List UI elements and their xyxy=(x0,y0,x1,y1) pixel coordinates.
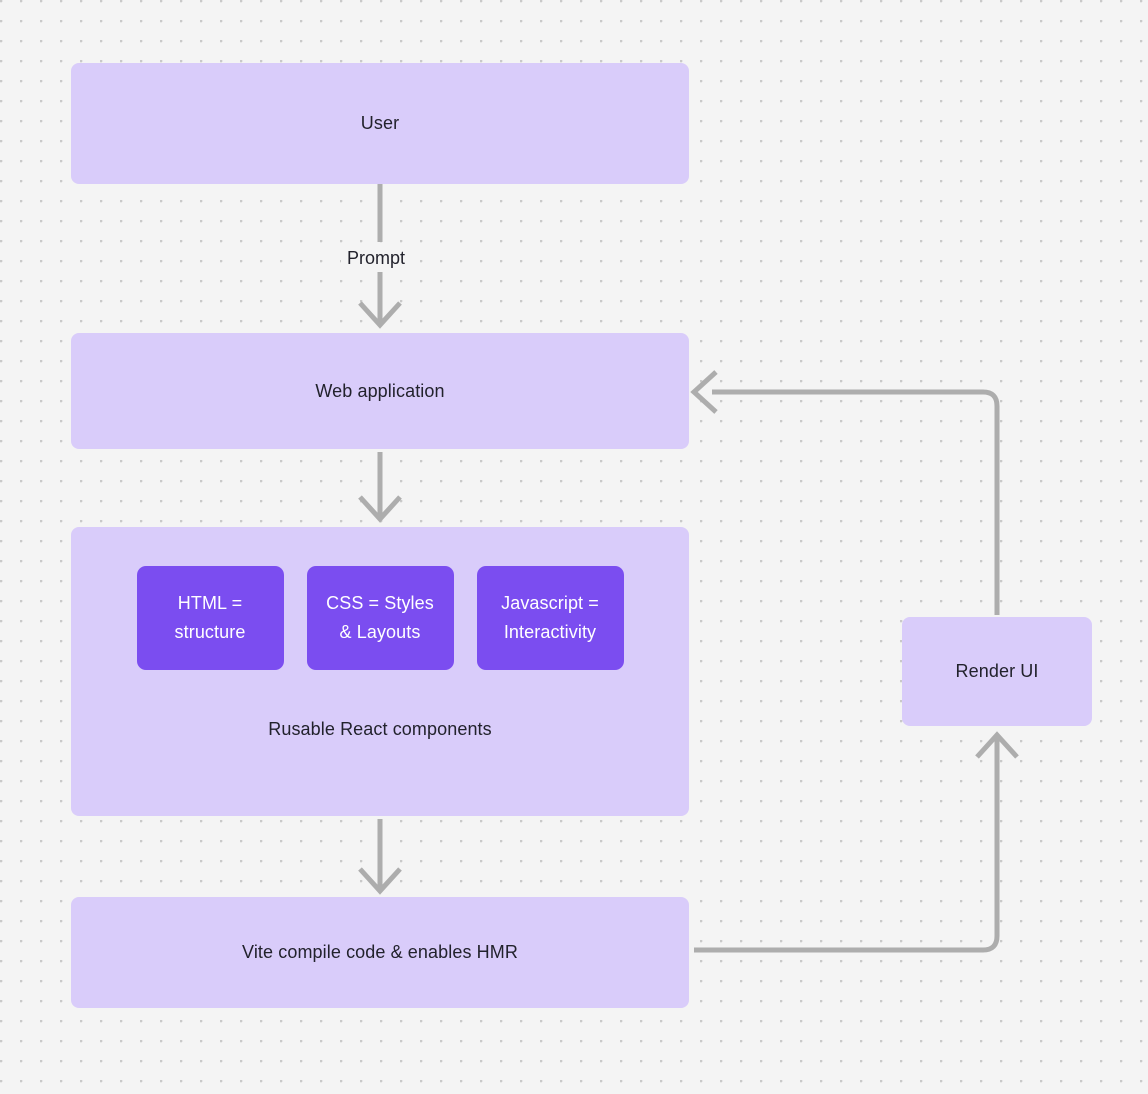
node-web-application[interactable]: Web application xyxy=(71,333,689,449)
edge-web-to-components-arrowhead xyxy=(358,495,402,523)
node-vite[interactable]: Vite compile code & enables HMR xyxy=(71,897,689,1008)
node-user-label: User xyxy=(360,113,400,133)
edge-vite-to-render xyxy=(694,737,1000,953)
node-components-group[interactable]: HTML = structure CSS = Styles & Layouts … xyxy=(71,527,689,816)
node-render-ui-label: Render UI xyxy=(955,661,1039,681)
chips-row: HTML = structure CSS = Styles & Layouts … xyxy=(71,566,689,670)
edge-render-to-web-arrowhead xyxy=(690,370,718,414)
edge-render-to-web xyxy=(712,389,1000,615)
edge-user-to-web-arrowhead xyxy=(358,301,402,329)
node-web-application-label: Web application xyxy=(315,380,445,401)
node-vite-label: Vite compile code & enables HMR xyxy=(242,942,518,962)
edge-label-prompt: Prompt xyxy=(341,245,412,271)
chip-html-label: HTML = structure xyxy=(174,593,246,642)
chip-html[interactable]: HTML = structure xyxy=(136,566,284,670)
chip-javascript[interactable]: Javascript = Interactivity xyxy=(476,566,624,670)
edge-vite-to-render-arrowhead xyxy=(975,731,1019,759)
node-user[interactable]: User xyxy=(71,63,689,184)
node-render-ui[interactable]: Render UI xyxy=(902,617,1092,726)
chip-css-label: CSS = Styles & Layouts xyxy=(326,593,434,642)
components-group-caption: Rusable React components xyxy=(268,719,492,739)
chip-javascript-label: Javascript = Interactivity xyxy=(501,593,599,642)
edge-components-to-vite-arrowhead xyxy=(358,867,402,895)
chip-css[interactable]: CSS = Styles & Layouts xyxy=(306,566,454,670)
